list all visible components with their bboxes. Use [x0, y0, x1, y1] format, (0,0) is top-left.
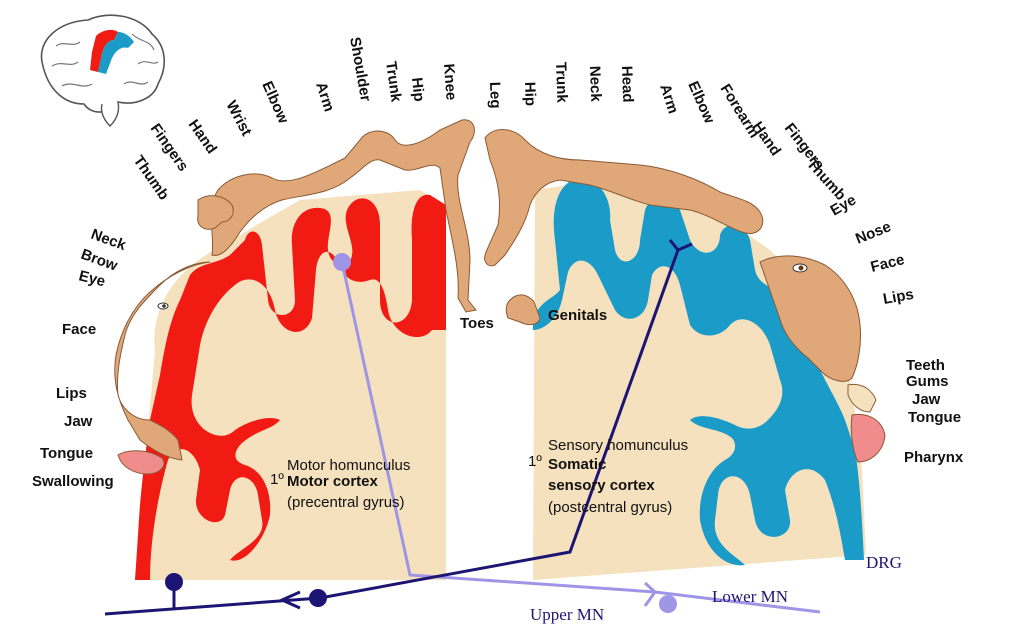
drg-label: DRG [866, 553, 902, 572]
label-motor-lips: Lips [56, 385, 87, 402]
label-sensory-face: Face [869, 251, 906, 276]
sensory-caption-order: 1º [528, 453, 542, 470]
motor-cortex-band [135, 194, 446, 580]
motor-face-eye [157, 302, 169, 310]
sensory-homunculus-figure [484, 129, 886, 463]
label-motor-thumb: Thumb [130, 153, 173, 204]
label-sensory-head: Head [618, 66, 636, 103]
label-motor-shoulder: Shoulder [346, 36, 374, 103]
sensory-face-eye [792, 263, 808, 273]
sensory-caption-name-1: Somatic [548, 456, 606, 473]
label-sensory-elbow: Elbow [684, 79, 718, 127]
motor-pathway [340, 261, 821, 614]
lower-mn-soma [659, 595, 677, 613]
label-motor-elbow: Elbow [258, 79, 292, 127]
brain-icon [40, 14, 165, 127]
label-sensory-neck: Neck [586, 66, 604, 103]
label-motor-hand: Hand [185, 117, 220, 157]
sensory-caption-location: (postcentral gyrus) [548, 499, 672, 516]
label-sensory-jaw: Jaw [912, 391, 941, 408]
motor-caption-name: Motor cortex [287, 473, 379, 490]
motor-caption-order: 1º [270, 471, 284, 488]
label-motor-hip: Hip [408, 77, 427, 103]
label-sensory-gums: Gums [906, 373, 949, 390]
label-sensory-arm: Arm [656, 82, 681, 116]
label-sensory-nose: Nose [853, 218, 893, 248]
motor-homunculus-figure [114, 119, 477, 475]
label-motor-wrist: Wrist [222, 98, 254, 139]
label-sensory-tongue: Tongue [908, 409, 961, 426]
upper-mn-soma [333, 253, 351, 271]
label-sensory-trunk: Trunk [552, 62, 570, 104]
label-sensory-lips: Lips [882, 286, 915, 308]
label-motor-trunk: Trunk [382, 60, 405, 103]
sensory-cortex-band [533, 178, 864, 566]
label-motor-jaw: Jaw [64, 413, 93, 430]
label-motor-swallowing: Swallowing [32, 473, 114, 490]
sensory-caption-title: Sensory homunculus [548, 437, 688, 454]
label-motor-toes: Toes [460, 315, 494, 332]
label-sensory-pharynx: Pharynx [904, 449, 964, 466]
upper-mn-label: Upper MN [530, 605, 604, 624]
label-motor-knee: Knee [440, 63, 460, 101]
motor-caption: Motor homunculus 1º Motor cortex (precen… [270, 457, 410, 511]
label-motor-tongue: Tongue [40, 445, 93, 462]
label-sensory-genitals: Genitals [548, 307, 607, 324]
label-sensory-leg: Leg [486, 82, 504, 109]
label-motor-eye: Eye [77, 267, 107, 290]
lower-mn-label: Lower MN [712, 587, 788, 606]
label-sensory-teeth: Teeth [906, 357, 945, 374]
motor-caption-location: (precentral gyrus) [287, 494, 405, 511]
sensory-relay-soma [309, 589, 327, 607]
label-motor-face: Face [62, 321, 96, 338]
label-motor-arm: Arm [312, 80, 337, 114]
sensory-caption-name-2: sensory cortex [548, 477, 655, 494]
drg-soma [165, 573, 183, 591]
sensory-caption: Sensory homunculus 1º Somatic sensory co… [528, 437, 688, 516]
label-sensory-hip: Hip [521, 82, 539, 107]
label-sensory-hand: Hand [749, 119, 784, 159]
motor-caption-title: Motor homunculus [287, 457, 410, 474]
sensory-pathway [104, 239, 693, 616]
